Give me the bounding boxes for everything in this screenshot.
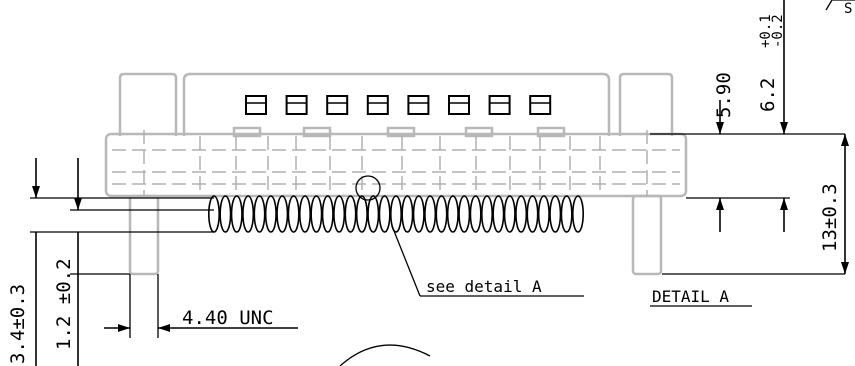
contact [253,195,266,233]
contact [458,195,471,233]
dim-13-arrowhead-top [841,134,849,146]
housing-top-outline [182,72,611,136]
contact [355,195,368,233]
contact [321,195,334,233]
contact [389,195,402,233]
dim-12-label: 1.2 ±0.2 [53,258,75,350]
see-detail-label: see detail A [426,277,542,296]
dimension-lines [30,0,855,366]
mounting-pins [128,130,663,276]
contact [492,195,505,233]
dim-590-label: 5.90 [713,72,735,118]
contact [526,195,539,233]
contact [480,195,493,233]
contact [310,195,323,233]
connector-base-outline [104,132,688,198]
contact-row [208,195,584,233]
contact [571,195,584,233]
contact [242,195,255,233]
dim-62-arrowhead-top [780,122,788,134]
top-pad [448,95,470,115]
left-latch-outline [118,72,178,136]
corner-fragment-box [825,0,855,11]
hidden-vertical-lines [199,136,601,196]
top-pad [407,95,430,115]
connector-body [104,72,688,201]
contact [560,195,573,233]
detail-circle [355,175,381,201]
contact [435,195,448,233]
unc-label: 4.40 UNC [182,307,274,329]
dim-13-label: 13±0.3 [819,183,841,252]
left-pin [128,194,160,276]
top-pad [245,95,267,115]
contact [401,195,414,233]
right-pin [631,194,663,276]
top-pads [245,95,552,115]
dim-34-arrowhead [32,186,40,198]
top-pad [529,95,552,115]
detail-circle-partial [339,344,431,366]
contact [287,195,300,233]
dim-590-arrowhead-top [716,122,724,134]
contact [515,195,528,233]
top-bump-3 [386,126,416,138]
contact [367,195,380,233]
contact [378,195,391,233]
detail-a-label: DETAIL A [652,287,729,306]
contact [412,195,425,233]
contact [537,195,550,233]
contact [219,195,232,233]
dim-13-arrowhead-bottom [841,262,849,274]
top-pad [366,95,389,115]
dim-62-arrowhead-bottom [780,198,788,210]
dim-590-arrowhead-bottom [716,198,724,210]
see-detail-leader-diag [391,225,421,297]
contact [333,195,346,233]
dimension-labels: 5.90 6.2 +0.1 -0.2 13±0.3 3.4±0.3 1.2 ±0… [7,1,852,364]
contact [503,195,516,233]
contact [264,195,277,233]
corner-fragment-label: S [844,1,852,17]
top-bump-5 [536,126,566,138]
contact [208,195,221,233]
contact [230,195,243,233]
dim-62-tol-lower: -0.2 [770,14,786,48]
dim-34-label: 3.4±0.3 [7,284,29,364]
top-bump-1 [232,126,262,138]
top-bump-2 [302,126,332,138]
dim-62-label: 6.2 [757,78,779,112]
contact [298,195,311,233]
top-bump-4 [464,126,494,138]
top-pad [326,95,349,115]
top-pad [488,95,511,115]
contact [446,195,459,233]
contact [469,195,482,233]
right-latch-outline [618,72,674,136]
contact [276,195,289,233]
dim-12-arrowhead [74,198,82,210]
unc-arrowhead-left [118,324,130,332]
contact [424,195,437,233]
contact [549,195,562,233]
contact [344,195,357,233]
top-pad [285,95,308,115]
dim-62-tol-upper: +0.1 [758,14,774,48]
